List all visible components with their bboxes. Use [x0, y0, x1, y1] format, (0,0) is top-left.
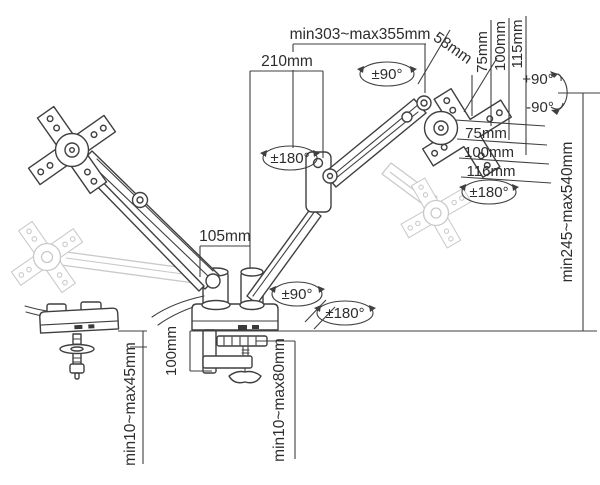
rotation-vesa: ±180° [459, 179, 519, 205]
grommet-nut [69, 363, 85, 374]
rotation-head-swivel: ±90° [357, 61, 417, 87]
rotation-base-rotate: ±180° [314, 300, 376, 326]
label-tilt-up: +90° [522, 71, 553, 88]
monitor-arm-left [25, 103, 229, 315]
label-vesa-rotate: ±180° [469, 184, 508, 201]
label-upper-arm: 210mm [261, 53, 313, 70]
desk-clamp-base [151, 295, 279, 384]
label-tilt-down: -90° [526, 99, 554, 116]
dim-height-range: min245~max540mm [558, 92, 600, 331]
label-vesa-v-75: 75mm [474, 31, 491, 73]
monitor-arm-right [240, 84, 516, 315]
dim-grommet-range: min10~max45mm [118, 330, 147, 466]
label-elbow-rotate: ±180° [270, 150, 309, 167]
label-vesa-v-100: 100mm [492, 21, 509, 71]
dim-tilt: +90° -90° [522, 71, 568, 116]
clamp-base-body [191, 303, 279, 331]
label-pole-offset: 105mm [199, 228, 251, 245]
dim-clamp-range: min10~max80mm [256, 338, 296, 462]
label-base-swivel: ±90° [282, 286, 313, 303]
dim-pole-offset: 105mm [199, 228, 251, 277]
label-vesa-v-115: 115mm [509, 20, 526, 69]
dim-clamp-depth: 100mm [163, 326, 212, 376]
label-clamp-range: min10~max80mm [271, 338, 288, 462]
dim-arm-reach: min303~max355mm [290, 26, 431, 148]
clamp-screw-knob [228, 370, 262, 384]
ghost-arm-left [8, 218, 210, 296]
grommet-base-body [39, 307, 120, 334]
clamp-bottom-arm [202, 355, 253, 369]
rotation-elbow: ±180° [260, 145, 320, 171]
label-vesa-h-75: 75mm [465, 125, 507, 142]
label-head-swivel: ±90° [372, 66, 403, 83]
ghost-arm-right [381, 162, 475, 252]
label-arm-reach: min303~max355mm [290, 26, 431, 43]
label-vesa-offset: 58mm [430, 29, 475, 68]
label-height-range: min245~max540mm [559, 142, 576, 283]
dim-vesa-horizontal: 75mm 100mm 116mm [454, 119, 552, 184]
label-vesa-h-116: 116mm [467, 163, 516, 180]
label-base-rotate: ±180° [325, 305, 364, 322]
label-clamp-depth: 100mm [163, 326, 180, 376]
label-grommet-range: min10~max45mm [122, 342, 139, 466]
grommet-base [24, 301, 120, 380]
label-vesa-h-100: 100mm [464, 144, 514, 161]
arm-right-upper-link [323, 98, 427, 188]
dim-vesa-vertical: 75mm 100mm 115mm [471, 16, 527, 155]
rotation-base-swivel: ±90° [269, 281, 336, 330]
dim-upper-arm: 210mm [249, 53, 324, 268]
